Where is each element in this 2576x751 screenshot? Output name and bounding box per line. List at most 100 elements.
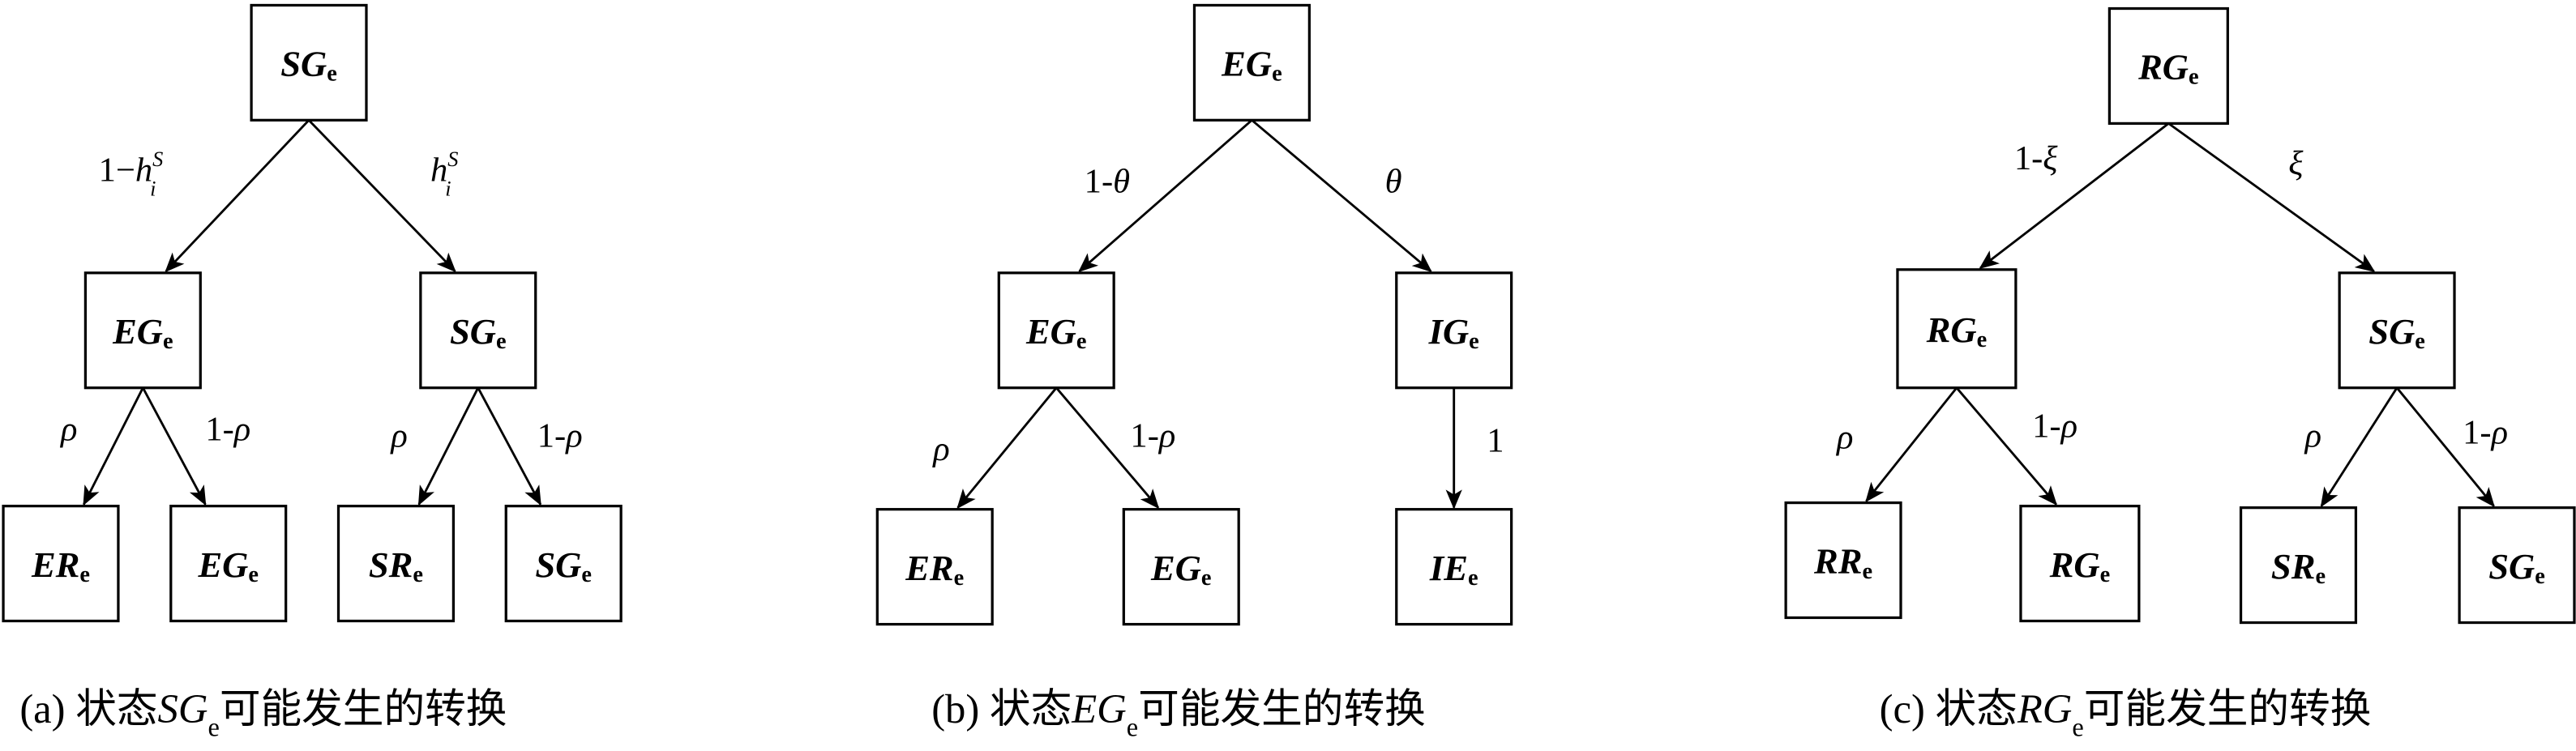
state-label: SGe [2488, 546, 2545, 589]
state-box [1192, 3, 1311, 122]
state-box [2239, 506, 2358, 625]
state-box [419, 271, 537, 390]
transition-arrow-a1-a4 [142, 387, 207, 506]
state-node-ege: EGe [1122, 508, 1240, 626]
transition-probability-label: 1-ρ [2032, 408, 2077, 446]
state-box [1122, 508, 1240, 626]
state-box [250, 3, 368, 122]
state-node-sge: SGe [250, 3, 368, 122]
transition-arrow-a2-a6 [477, 387, 542, 506]
state-label: EGe [1150, 548, 1212, 591]
transition-arrow-b0-b1 [1078, 119, 1253, 273]
transition-probability-label: 1 [1487, 422, 1504, 460]
state-label: EGe [1221, 44, 1282, 87]
state-label: SRe [2271, 546, 2326, 589]
state-node-sge: SGe [2338, 271, 2456, 390]
transition-probability-label: ρ [2304, 417, 2321, 455]
state-node-sge: SGe [2458, 506, 2576, 625]
transition-probability-label: 1-θ [1085, 163, 1130, 201]
transition-arrow-c1-c4 [1955, 386, 2058, 506]
transition-probability-label: ρ [389, 417, 407, 455]
state-node-ere: ERe [875, 508, 994, 626]
state-label: EGe [112, 311, 173, 354]
state-node-iee: IEe [1395, 508, 1513, 626]
transition-probability-label: ρ [931, 430, 949, 468]
state-box [169, 505, 288, 623]
state-label: RRe [1813, 541, 1872, 584]
figure-caption-c: (c) 状态RGe可能发生的转换 [1880, 686, 2372, 742]
state-node-ege: EGe [1192, 3, 1311, 122]
state-box [1395, 508, 1513, 626]
state-label: RGe [2049, 544, 2111, 587]
state-label: SGe [2368, 311, 2425, 354]
state-box [504, 505, 623, 623]
state-label: EGe [1025, 311, 1087, 354]
transition-arrow-b1-b4 [1055, 386, 1160, 510]
state-node-sre: SRe [2239, 506, 2358, 625]
transition-arrow-c2-c6 [2395, 386, 2495, 508]
transition-arrow-a0-a1 [165, 119, 310, 273]
transition-arrow-c0-c2 [2167, 122, 2376, 272]
state-label: SGe [280, 44, 337, 87]
state-box [2107, 6, 2229, 126]
state-box [997, 271, 1115, 390]
transition-arrow-a2-a5 [417, 387, 480, 506]
state-box [2338, 271, 2456, 390]
state-box [2, 505, 120, 623]
transition-probability-label: ρ [59, 411, 77, 449]
state-node-rge: RGe [2019, 505, 2141, 623]
state-node-ere: ERe [2, 505, 120, 623]
state-label: RGe [2137, 47, 2199, 90]
state-box [1395, 271, 1513, 390]
state-node-rge: RGe [2107, 6, 2229, 126]
state-label: RGe [1926, 309, 1988, 352]
state-box [83, 271, 202, 390]
transition-probability-label: 1-ρ [1130, 417, 1175, 455]
transition-probability-label: 1-ρ [2463, 414, 2508, 452]
transition-probability-label: θ [1385, 163, 1402, 201]
transition-arrow-c0-c1 [1979, 122, 2170, 269]
state-label: SGe [450, 311, 507, 354]
state-label: IGe [1428, 311, 1479, 354]
state-box [875, 508, 994, 626]
figure-caption-b: (b) 状态EGe可能发生的转换 [931, 686, 1426, 742]
state-box [2019, 505, 2141, 623]
state-label: SGe [535, 544, 592, 587]
state-label: IEe [1429, 548, 1478, 591]
figure-caption-a: (a) 状态SGe可能发生的转换 [19, 686, 507, 742]
state-node-ege: EGe [997, 271, 1115, 390]
transition-arrow-b0-b2 [1251, 119, 1432, 273]
state-box [1784, 501, 1902, 620]
state-label: SRe [369, 544, 423, 587]
state-node-ege: EGe [83, 271, 202, 390]
transition-arrow-a0-a2 [308, 119, 456, 273]
transition-arrow-c1-c3 [1865, 386, 1958, 503]
transition-probability-label: 1-ρ [537, 417, 583, 455]
state-node-sge: SGe [504, 505, 623, 623]
state-node-sre: SRe [336, 505, 456, 623]
transition-arrow-c2-c5 [2320, 386, 2398, 508]
state-node-rre: RRe [1784, 501, 1902, 620]
state-node-ege: EGe [169, 505, 288, 623]
transition-probability-label: 1-ξ [2014, 139, 2058, 177]
transition-probability-label: ξ [2288, 144, 2304, 182]
state-box [2458, 506, 2576, 625]
transition-probability-label: 1-ρ [205, 411, 250, 449]
transition-arrow-a1-a3 [83, 387, 144, 506]
state-label: ERe [31, 544, 90, 587]
state-box [336, 505, 456, 623]
transition-probability-label: ρ [1835, 419, 1853, 457]
state-node-ige: IGe [1395, 271, 1513, 390]
state-node-sge: SGe [419, 271, 537, 390]
state-label: ERe [905, 548, 964, 591]
state-label: EGe [197, 544, 259, 587]
transition-arrow-b1-b3 [956, 386, 1058, 510]
state-box [1896, 268, 2018, 390]
state-node-rge: RGe [1896, 268, 2018, 390]
